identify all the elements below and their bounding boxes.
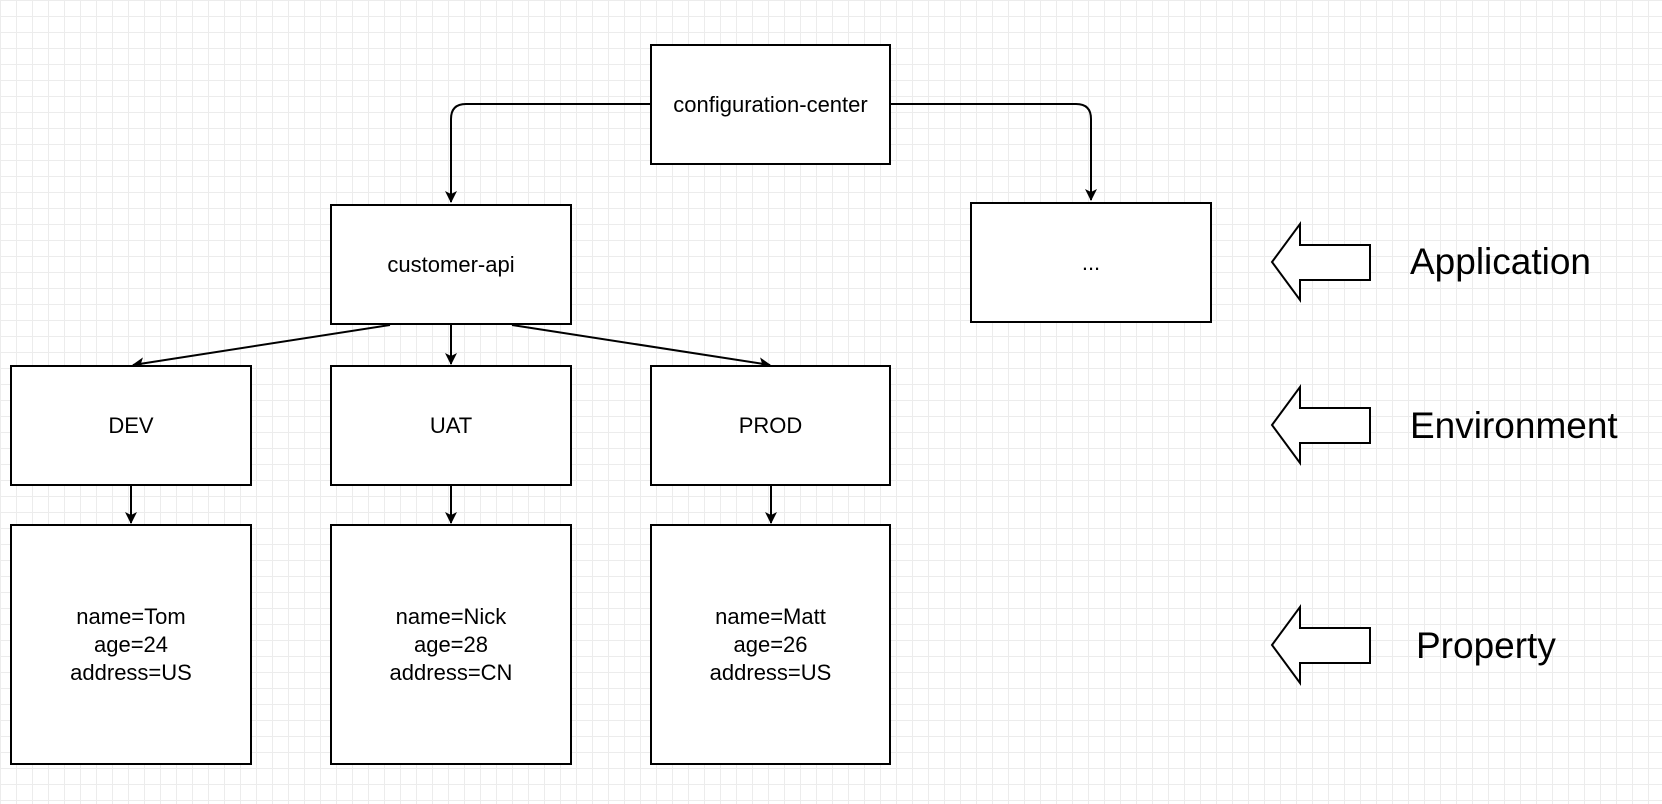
application-layer-label: Application	[1410, 241, 1592, 282]
dev-property-text: name=Tom age=24 address=US	[70, 603, 192, 685]
property-layer-arrow-icon	[1270, 603, 1371, 687]
customer-api-label: customer-api	[387, 251, 515, 277]
customer-api-node[interactable]: customer-api	[330, 204, 572, 325]
uat-property-node[interactable]: name=Nick age=28 address=CN	[330, 524, 572, 765]
prod-environment-label: PROD	[738, 412, 803, 438]
dev-environment-node[interactable]: DEV	[10, 365, 252, 486]
dev-property-node[interactable]: name=Tom age=24 address=US	[10, 524, 252, 765]
configuration-center-node[interactable]: configuration-center	[650, 44, 891, 165]
uat-environment-label: UAT	[429, 412, 473, 438]
uat-property-text: name=Nick age=28 address=CN	[389, 603, 513, 685]
ellipsis-application-node[interactable]: ...	[970, 202, 1212, 323]
environment-layer-label: Environment	[1410, 405, 1618, 446]
edge-root-to-customer-api	[445, 103, 651, 203]
uat-environment-node[interactable]: UAT	[330, 365, 572, 486]
configuration-center-label: configuration-center	[673, 91, 868, 117]
ellipsis-application-label: ...	[1081, 249, 1101, 275]
application-layer-arrow-icon	[1270, 220, 1371, 304]
edge-customer-api-to-prod	[511, 324, 771, 370]
prod-environment-node[interactable]: PROD	[650, 365, 891, 486]
edge-root-to-ellipsis-app	[890, 103, 1097, 201]
environment-layer-arrow-icon	[1270, 383, 1371, 467]
property-layer-label: Property	[1416, 625, 1556, 666]
prod-property-text: name=Matt age=26 address=US	[709, 603, 832, 685]
prod-property-node[interactable]: name=Matt age=26 address=US	[650, 524, 891, 765]
dev-environment-label: DEV	[108, 412, 154, 438]
edge-customer-api-to-dev	[132, 324, 391, 370]
